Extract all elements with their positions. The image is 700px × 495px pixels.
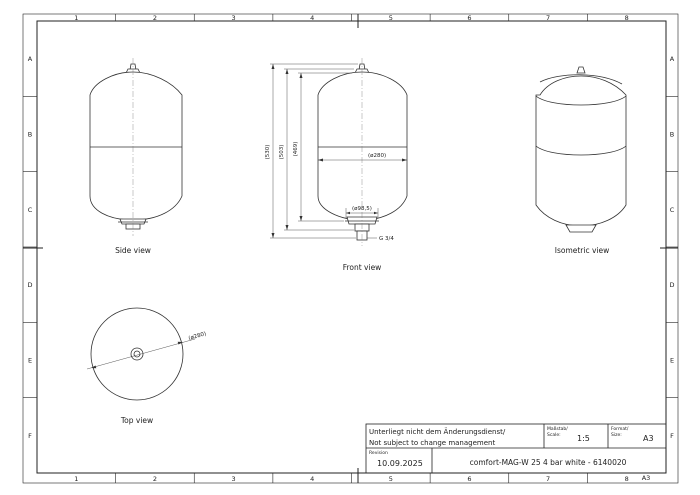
isometric-view-label: Isometric view bbox=[555, 246, 610, 255]
zone-column-labels-top: 1 2 3 4 5 6 7 8 bbox=[74, 14, 629, 22]
row-label-left: F bbox=[28, 432, 32, 440]
side-view-drawing bbox=[89, 58, 183, 236]
dimension-foot-diameter: (ø98,5) bbox=[352, 206, 372, 212]
column-label-bottom: 2 bbox=[153, 475, 157, 483]
row-label-right: C bbox=[670, 206, 675, 214]
front-view-dimensions bbox=[270, 63, 407, 239]
column-label-top: 8 bbox=[625, 14, 629, 22]
column-label-bottom: 6 bbox=[467, 475, 471, 483]
column-label-top: 3 bbox=[231, 14, 235, 22]
note-german: Unterliegt nicht dem Änderungsdienst/ bbox=[369, 427, 506, 436]
zone-row-labels-right: A B C D E F bbox=[669, 55, 674, 440]
isometric-view-drawing bbox=[535, 66, 627, 233]
column-label-bottom: 1 bbox=[74, 475, 78, 483]
row-label-right: D bbox=[669, 281, 674, 289]
column-label-bottom: 3 bbox=[231, 475, 235, 483]
row-label-right: B bbox=[670, 131, 674, 139]
sheet-size-corner: A3 bbox=[642, 474, 651, 482]
row-label-left: E bbox=[28, 357, 32, 365]
scale-value: 1:5 bbox=[577, 434, 590, 443]
top-view-drawing bbox=[86, 307, 196, 401]
row-label-right: E bbox=[670, 357, 674, 365]
column-label-top: 7 bbox=[546, 14, 550, 22]
column-label-bottom: 7 bbox=[546, 475, 550, 483]
side-view-label: Side view bbox=[115, 246, 151, 255]
title-block bbox=[365, 423, 667, 474]
revision-label: Revision bbox=[369, 450, 388, 456]
zone-column-ticks bbox=[115, 14, 588, 483]
row-label-left: A bbox=[28, 55, 33, 63]
column-label-bottom: 8 bbox=[625, 475, 629, 483]
row-label-right: F bbox=[670, 432, 674, 440]
column-label-top: 5 bbox=[389, 14, 393, 22]
format-label-line1: Format/ bbox=[611, 426, 629, 432]
row-label-left: B bbox=[28, 131, 32, 139]
zone-row-labels-left: A B C D E F bbox=[27, 55, 32, 440]
dimension-height-469: (469) bbox=[293, 142, 299, 157]
dimension-diameter: (ø280) bbox=[368, 153, 386, 159]
column-label-top: 1 bbox=[74, 14, 78, 22]
revision-value: 10.09.2025 bbox=[377, 459, 423, 468]
format-label-line2: Size: bbox=[611, 432, 622, 438]
dimension-thread: G 3/4 bbox=[379, 236, 394, 242]
dimension-total-height: (530) bbox=[265, 145, 271, 160]
front-view-drawing bbox=[317, 58, 408, 246]
zone-row-ticks bbox=[23, 96, 678, 398]
top-view-label: Top view bbox=[120, 416, 153, 425]
column-label-top: 2 bbox=[153, 14, 157, 22]
column-label-top: 6 bbox=[467, 14, 471, 22]
scale-label-line1: Maßstab/ bbox=[547, 426, 568, 432]
row-label-left: C bbox=[28, 206, 33, 214]
row-label-right: A bbox=[670, 55, 675, 63]
row-label-left: D bbox=[27, 281, 32, 289]
zone-column-labels-bottom: 1 2 3 4 5 6 7 8 bbox=[74, 475, 629, 483]
front-view-label: Front view bbox=[343, 263, 382, 272]
note-english: Not subject to change management bbox=[369, 439, 495, 447]
product-name: comfort-MAG-W 25 4 bar white - 6140020 bbox=[470, 458, 627, 467]
format-value: A3 bbox=[643, 434, 654, 443]
scale-label-line2: Scale: bbox=[547, 432, 561, 438]
column-label-top: 4 bbox=[310, 14, 314, 22]
column-label-bottom: 5 bbox=[389, 475, 393, 483]
column-label-bottom: 4 bbox=[310, 475, 314, 483]
dimension-height-503: (503) bbox=[279, 145, 285, 160]
top-view-diameter: (ø280) bbox=[188, 331, 207, 342]
